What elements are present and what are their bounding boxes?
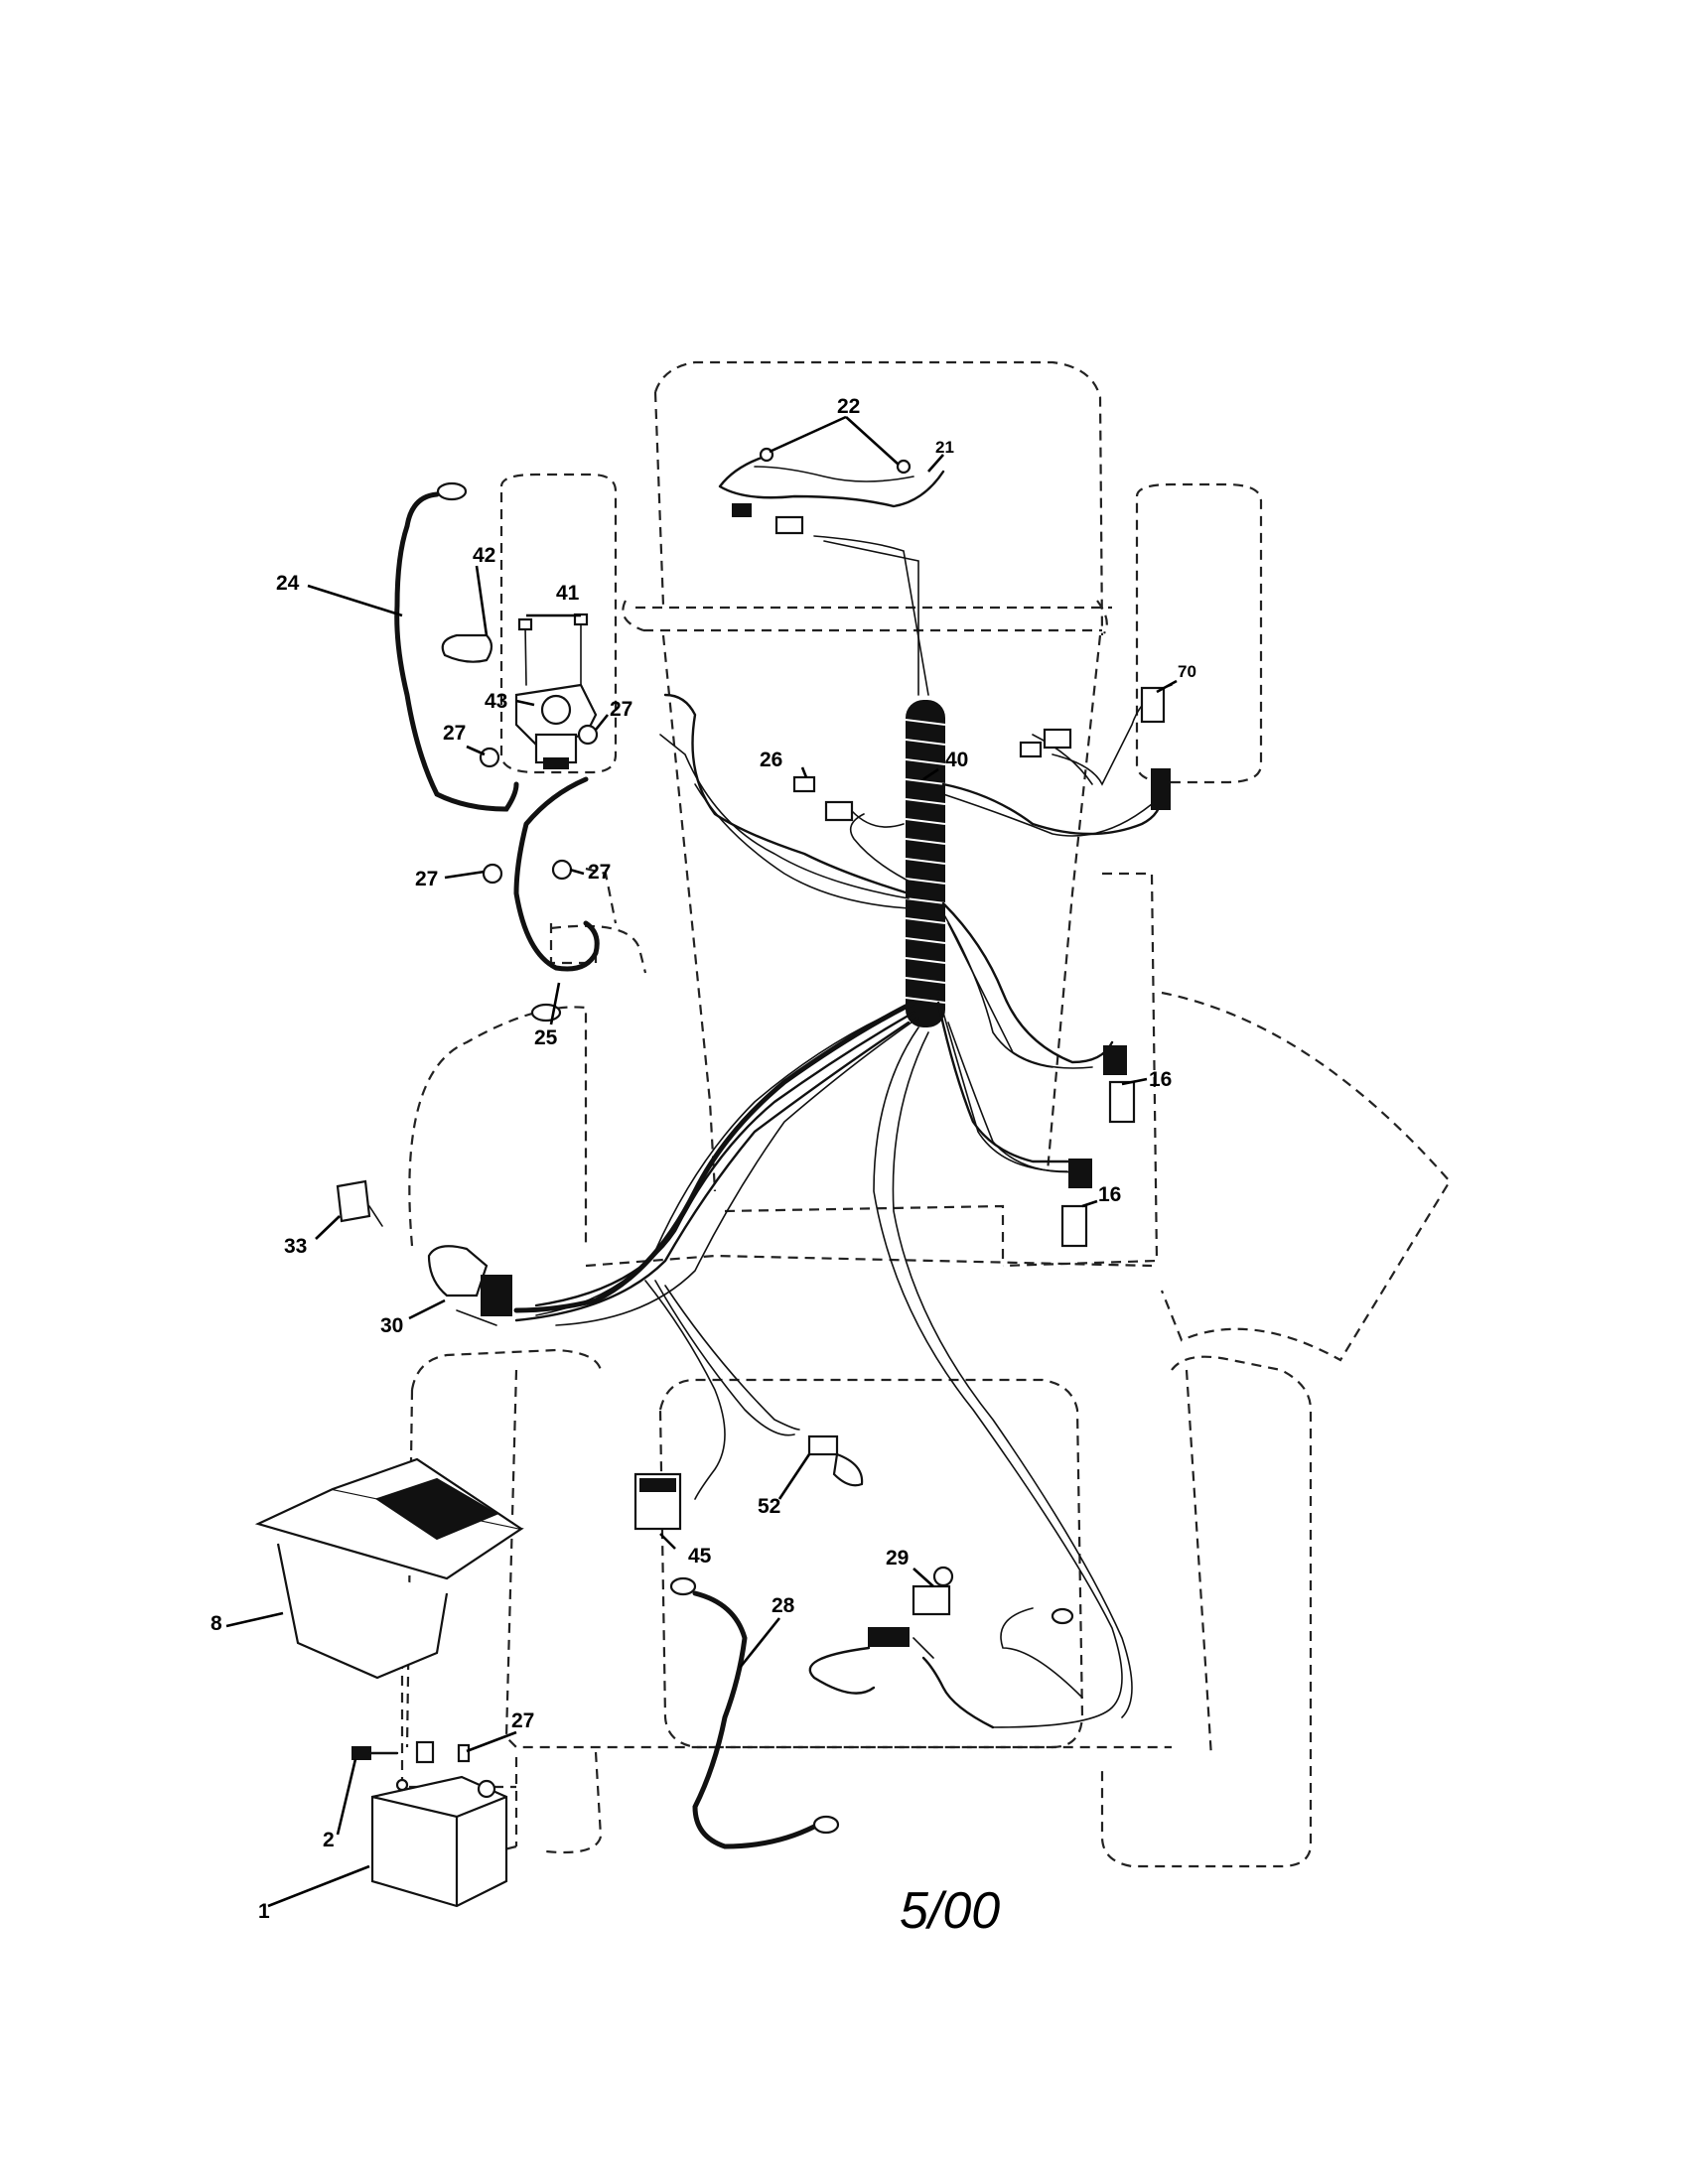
callout-16: 16 bbox=[1149, 1068, 1172, 1091]
callout-1: 1 bbox=[258, 1900, 270, 1923]
ring-terminal bbox=[436, 481, 1074, 1835]
callout-41: 41 bbox=[556, 582, 580, 605]
date-stamp: 5/00 bbox=[900, 1882, 1000, 1940]
callout-52: 52 bbox=[758, 1495, 780, 1518]
callout-27: 27 bbox=[588, 861, 611, 884]
callout-22: 22 bbox=[837, 395, 860, 418]
callout-labels: 22 21 42 24 41 43 27 27 26 40 70 27 27 2… bbox=[210, 395, 1196, 1923]
callout-27: 27 bbox=[511, 1709, 534, 1732]
callout-42: 42 bbox=[473, 544, 495, 567]
callout-2: 2 bbox=[323, 1829, 335, 1851]
callout-27: 27 bbox=[415, 868, 438, 890]
battery-box-8 bbox=[254, 1457, 524, 1680]
callout-16: 16 bbox=[1098, 1183, 1121, 1206]
callout-27: 27 bbox=[610, 698, 632, 721]
fuse-52 bbox=[807, 1434, 864, 1487]
switch-29 bbox=[868, 1566, 954, 1647]
module-45 bbox=[633, 1472, 682, 1531]
callout-29: 29 bbox=[886, 1547, 909, 1570]
battery-1 bbox=[370, 1775, 508, 1908]
cable-28 bbox=[692, 1590, 817, 1849]
headlight-bulb-22 bbox=[732, 447, 912, 535]
callout-26: 26 bbox=[760, 749, 782, 771]
connector-16 bbox=[1060, 1045, 1136, 1248]
connector-26 bbox=[792, 775, 905, 828]
cable-25 bbox=[513, 776, 600, 972]
callout-43: 43 bbox=[485, 690, 507, 713]
nut-27 bbox=[479, 724, 599, 885]
callout-33: 33 bbox=[284, 1235, 307, 1258]
callout-45: 45 bbox=[688, 1545, 712, 1568]
harness-coil-40 bbox=[905, 700, 946, 1027]
callout-70: 70 bbox=[1178, 662, 1196, 681]
clip-33 bbox=[336, 1179, 383, 1227]
callout-27: 27 bbox=[443, 722, 466, 745]
callout-30: 30 bbox=[380, 1314, 403, 1337]
wiring-harness bbox=[513, 455, 1173, 1729]
bracket-42 bbox=[441, 633, 493, 663]
callout-25: 25 bbox=[534, 1026, 558, 1049]
callout-28: 28 bbox=[772, 1594, 795, 1617]
solenoid-43 bbox=[514, 613, 598, 769]
callout-21: 21 bbox=[935, 438, 954, 457]
bolt-2 bbox=[351, 1740, 471, 1764]
cable-24 bbox=[394, 491, 519, 812]
leader-lines bbox=[225, 415, 1178, 1908]
callout-24: 24 bbox=[276, 572, 300, 595]
connector-70 bbox=[1019, 686, 1171, 810]
callout-40: 40 bbox=[945, 749, 968, 771]
ignition-switch-30 bbox=[427, 1245, 512, 1326]
tractor-outline bbox=[400, 360, 1452, 1868]
callout-8: 8 bbox=[210, 1612, 222, 1635]
